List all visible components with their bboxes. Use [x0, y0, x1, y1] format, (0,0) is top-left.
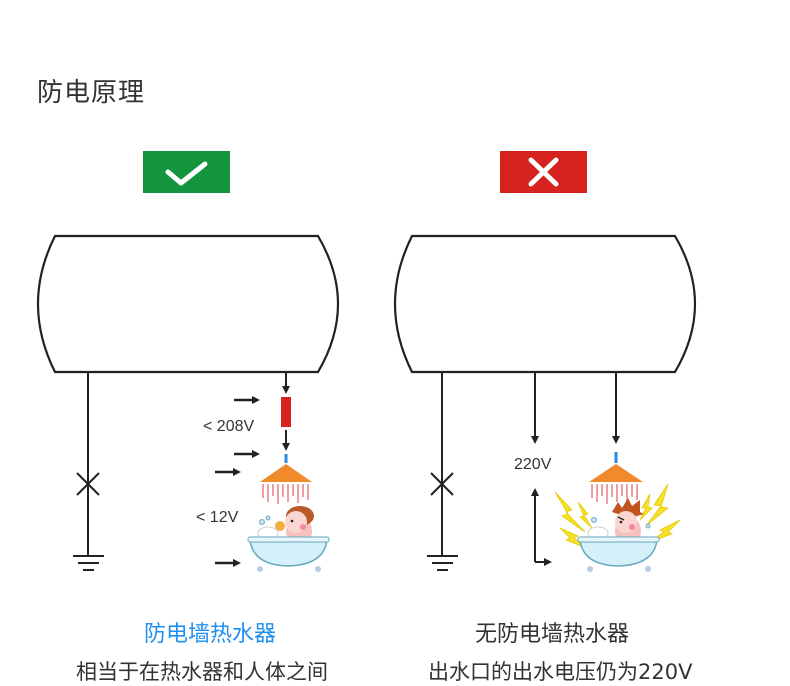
- caption-anti-shock-heater: 防电墙热水器: [143, 622, 276, 647]
- lightning-bolts: [554, 483, 681, 549]
- ground-wire-right: [427, 372, 458, 571]
- anti-shock-wall: [281, 397, 291, 427]
- description-left: 相当于在热水器和人体之间: [76, 660, 328, 684]
- ground-wire-left: [73, 372, 104, 571]
- voltage-label-220v: 220V: [514, 456, 552, 473]
- child-in-bathtub-shocked: [577, 498, 660, 572]
- wrong-badge: [500, 151, 587, 193]
- water-heater-tank-right: [393, 234, 697, 374]
- arrows-left: [215, 396, 260, 567]
- outlet-path-left: [281, 372, 291, 463]
- cross-icon: [528, 157, 559, 187]
- showerhead-left: [260, 464, 312, 504]
- water-heater-tank-left: [36, 234, 340, 374]
- description-right: 出水口的出水电压仍为220V: [428, 660, 693, 684]
- correct-badge: [143, 151, 230, 193]
- voltage-label-12v: < 12V: [196, 509, 239, 526]
- voltage-path-right: [531, 372, 620, 566]
- voltage-label-208v: < 208V: [203, 418, 255, 435]
- showerhead-right: [589, 464, 643, 504]
- child-in-bathtub-happy: [247, 506, 330, 572]
- page-title: 防电原理: [37, 78, 146, 108]
- check-icon: [165, 161, 208, 186]
- diagram-canvas: [36, 234, 697, 572]
- caption-no-anti-shock-heater: 无防电墙热水器: [474, 622, 629, 647]
